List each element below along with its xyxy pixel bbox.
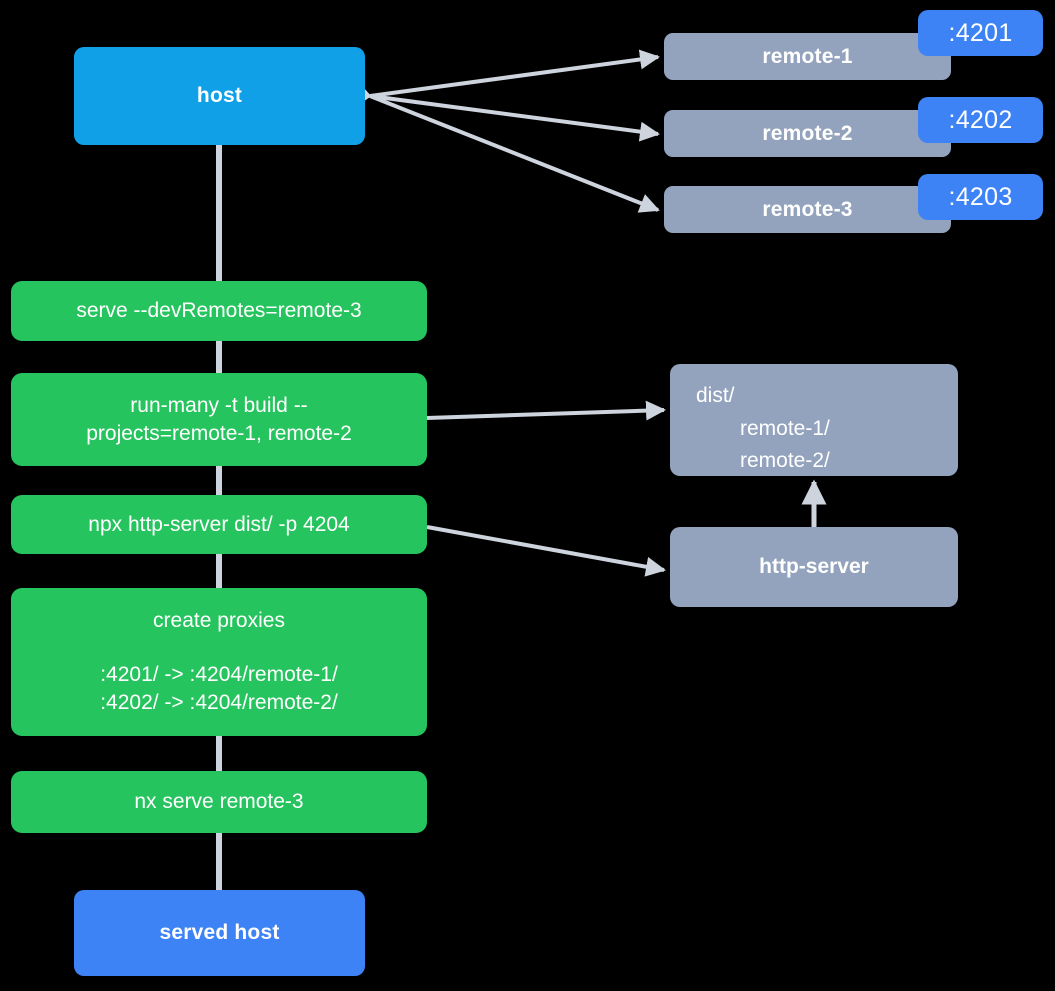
node-remote-2[interactable]: remote-2: [664, 110, 951, 157]
node-remote-1-label: remote-1: [762, 44, 853, 68]
command-serve-dev-remotes-line-1: serve --devRemotes=remote-3: [76, 299, 362, 323]
command-npx-http-server-line-1: npx http-server dist/ -p 4204: [88, 512, 350, 536]
port-badge-remote-3-label: :4203: [948, 182, 1013, 211]
port-badge-remote-1-label: :4201: [948, 18, 1013, 47]
port-badge-remote-2-label: :4202: [948, 105, 1013, 134]
node-host-label: host: [196, 84, 243, 108]
command-serve-dev-remotes[interactable]: serve --devRemotes=remote-3: [11, 281, 427, 341]
command-run-many-build-line-1: run-many -t build --: [130, 393, 308, 417]
command-nx-serve-remote-3[interactable]: nx serve remote-3: [11, 771, 427, 833]
edge-host-to-remote-2: [350, 83, 660, 142]
node-dist-line-2: remote-1/: [740, 416, 830, 440]
node-dist-line-1: dist/: [696, 384, 735, 407]
command-run-many-build[interactable]: run-many -t build -- projects=remote-1, …: [11, 373, 427, 466]
node-host[interactable]: host: [74, 47, 365, 145]
command-create-proxies-line-2: :4202/ -> :4204/remote-2/: [100, 690, 338, 714]
port-badge-remote-3: :4203: [918, 174, 1043, 220]
command-create-proxies-line-1: :4201/ -> :4204/remote-1/: [100, 663, 338, 687]
node-remote-3-label: remote-3: [762, 197, 853, 221]
port-badge-remote-2: :4202: [918, 97, 1043, 143]
command-run-many-build-line-2: projects=remote-1, remote-2: [86, 421, 352, 445]
node-http-server[interactable]: http-server: [670, 527, 958, 607]
node-dist-folder[interactable]: dist/ remote-1/ remote-2/: [670, 364, 958, 476]
command-create-proxies-heading: create proxies: [153, 609, 285, 633]
port-badge-remote-1: :4201: [918, 10, 1043, 56]
node-served-host[interactable]: served host: [74, 890, 365, 976]
command-nx-serve-remote-3-line-1: nx serve remote-3: [134, 790, 304, 814]
node-dist-line-3: remote-2/: [740, 449, 830, 473]
node-remote-2-label: remote-2: [762, 121, 853, 145]
edge-host-to-remote-1: [350, 49, 660, 109]
edge-build-to-dist: [426, 400, 666, 421]
node-served-host-label: served host: [159, 921, 280, 945]
node-remote-3[interactable]: remote-3: [664, 186, 951, 233]
node-http-server-label: http-server: [759, 555, 869, 579]
command-npx-http-server[interactable]: npx http-server dist/ -p 4204: [11, 495, 427, 554]
edge-httpcmd-to-http-server: [426, 525, 666, 577]
edge-host-to-remote-3: [349, 80, 660, 213]
command-create-proxies[interactable]: create proxies :4201/ -> :4204/remote-1/…: [11, 588, 427, 736]
node-remote-1[interactable]: remote-1: [664, 33, 951, 80]
